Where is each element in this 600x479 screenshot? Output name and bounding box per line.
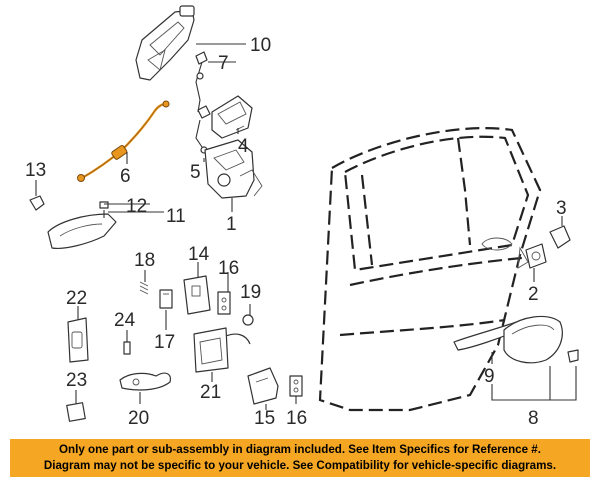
- part-17-striker: [159, 289, 173, 309]
- part-7-linkage-rod: [195, 51, 211, 119]
- part-20-link: [119, 372, 171, 391]
- callout-15: 15: [254, 408, 275, 429]
- callout-14: 14: [188, 244, 210, 265]
- part-24-pin: [123, 341, 131, 355]
- part-15-hinge: [247, 367, 279, 405]
- part-11-inner-handle: [47, 201, 117, 249]
- callout-2: 2: [528, 284, 539, 305]
- part-19-bolt: [242, 314, 254, 326]
- callout-13: 13: [25, 160, 46, 181]
- callout-3: 3: [556, 198, 567, 219]
- callout-18: 18: [134, 250, 155, 271]
- part-4-actuator: [211, 95, 253, 139]
- part-13-clip: [29, 195, 45, 211]
- callout-24: 24: [114, 310, 136, 331]
- part-1-door-lock: [204, 139, 263, 199]
- callout-1: 1: [226, 214, 237, 235]
- callout-9: 9: [484, 366, 495, 387]
- callout-16-lower: 16: [286, 408, 307, 429]
- part-8-outside-handle: [503, 315, 579, 364]
- part-16-shim-upper: [217, 291, 231, 315]
- callout-19: 19: [240, 282, 261, 303]
- rear-door-outline: [318, 127, 542, 412]
- callout-22: 22: [66, 288, 87, 309]
- leader-lines: [35, 43, 577, 410]
- callout-8: 8: [528, 408, 539, 429]
- callout-21: 21: [200, 382, 221, 403]
- part-21-check-assembly: [193, 327, 251, 373]
- part-5-rod: [195, 119, 208, 154]
- part-22-handle-cover: [67, 317, 89, 363]
- part-16-shim-lower: [289, 375, 303, 397]
- callout-numbers: 10 7 4 5 6 13 12 11 1 3 2 18 14 16 19 22…: [25, 35, 567, 429]
- callout-7: 7: [218, 53, 229, 74]
- callout-4: 4: [238, 136, 249, 157]
- callout-12: 12: [126, 196, 147, 217]
- callout-16-upper: 16: [218, 258, 239, 279]
- part-10-handle-frame: [135, 5, 195, 81]
- callout-10: 10: [250, 35, 271, 56]
- part-23-clip: [66, 402, 86, 422]
- callout-17: 17: [154, 332, 175, 353]
- part-3-cap: [549, 225, 571, 249]
- callout-20: 20: [128, 408, 149, 429]
- callout-6: 6: [120, 166, 131, 187]
- notice-line-2: Diagram may not be specific to your vehi…: [43, 458, 557, 472]
- notice-line-1: Only one part or sub-assembly in diagram…: [59, 443, 541, 456]
- callout-23: 23: [66, 370, 87, 391]
- callout-5: 5: [190, 162, 201, 183]
- part-14-bracket: [183, 275, 211, 315]
- part-18-spring: [139, 281, 149, 295]
- compatibility-notice-banner: Only one part or sub-assembly in diagram…: [10, 439, 590, 477]
- callout-11: 11: [166, 206, 186, 227]
- part-6-cable: [77, 100, 170, 182]
- part-2-lock-cylinder: [525, 243, 547, 269]
